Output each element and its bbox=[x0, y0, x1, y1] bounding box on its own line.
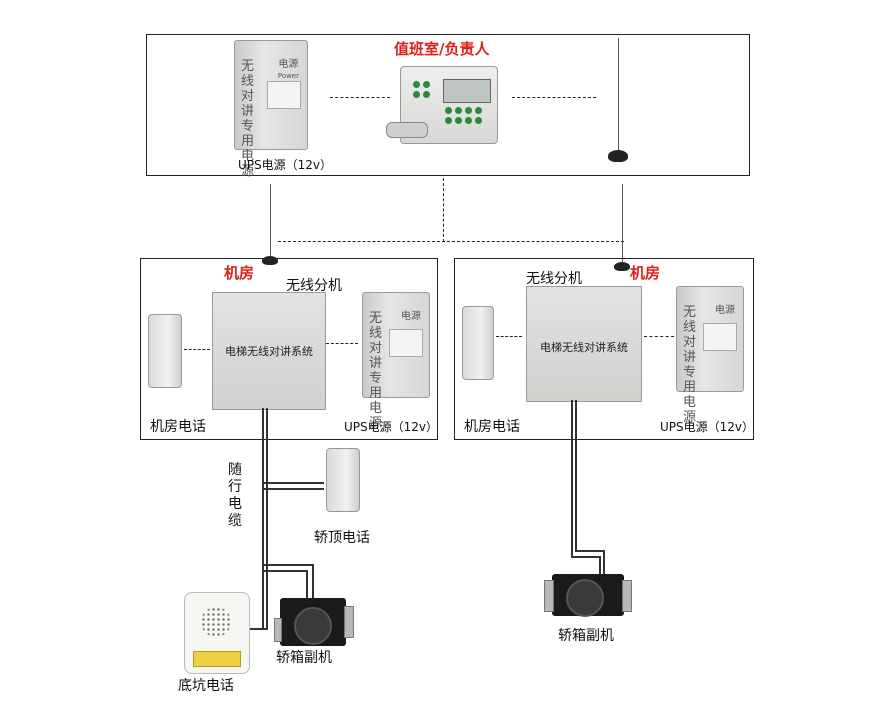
car-sub-bracket bbox=[344, 606, 354, 638]
ups-vertical-text: 无线对讲专用电源 bbox=[683, 305, 697, 425]
left-machine-room-label: 机房 bbox=[224, 264, 255, 282]
right-traveling-cable-1 bbox=[571, 400, 573, 558]
base-key bbox=[455, 117, 462, 124]
traveling-cable-main bbox=[262, 408, 264, 630]
right-cable-v2 bbox=[603, 550, 605, 576]
left-antenna-base bbox=[262, 256, 278, 265]
ups-brand: 电源 bbox=[715, 305, 735, 316]
right-room-antenna-icon bbox=[622, 184, 623, 264]
car-top-phone-label: 轿顶电话 bbox=[314, 530, 370, 546]
left-room-antenna-icon bbox=[270, 184, 271, 260]
left-machine-room-box bbox=[140, 258, 438, 440]
left-extension-text: 电梯无线对讲系统 bbox=[225, 345, 313, 358]
left-machine-room-phone bbox=[148, 314, 182, 388]
left-extension-label: 无线分机 bbox=[286, 278, 342, 294]
duty-room-antenna-icon bbox=[618, 38, 619, 156]
right-antenna-base bbox=[614, 262, 630, 271]
right-phone-to-extension-link bbox=[496, 336, 522, 337]
left-machine-room-phone-label: 机房电话 bbox=[150, 419, 206, 435]
cable-to-car-sub-v1 bbox=[312, 564, 314, 602]
left-ups-unit: 无线对讲专用电源 电源 bbox=[362, 292, 430, 431]
right-ups-unit: 无线对讲专用电源 电源 bbox=[676, 286, 744, 425]
right-ups-label: UPS电源（12v） bbox=[660, 420, 755, 434]
base-key bbox=[455, 107, 462, 114]
traveling-cable-main-2 bbox=[266, 408, 268, 630]
duty-antenna-base bbox=[608, 150, 628, 162]
traveling-cable-label: 随行电缆 bbox=[228, 462, 242, 529]
left-wireless-extension: 电梯无线对讲系统 bbox=[212, 292, 326, 410]
right-cable-h2 bbox=[575, 550, 605, 552]
pit-phone-speaker bbox=[201, 607, 231, 637]
base-handset bbox=[386, 122, 428, 138]
base-key bbox=[413, 81, 420, 88]
wireless-link-vertical bbox=[443, 178, 444, 242]
cable-to-pit-phone bbox=[236, 628, 268, 630]
duty-room-label: 值班室/负责人 bbox=[394, 40, 490, 58]
car-sub-bracket bbox=[622, 580, 632, 612]
car-sub-speaker bbox=[566, 579, 604, 617]
base-key bbox=[423, 81, 430, 88]
pit-phone-keypad bbox=[193, 651, 241, 667]
base-key bbox=[465, 117, 472, 124]
car-sub-speaker bbox=[294, 607, 332, 645]
pit-phone bbox=[184, 592, 250, 674]
right-car-sub-label: 轿箱副机 bbox=[558, 628, 614, 644]
cable-to-car-top-2 bbox=[262, 488, 324, 490]
cable-to-car-sub-h1 bbox=[262, 564, 314, 566]
wireless-link-horizontal bbox=[278, 241, 624, 242]
left-phone-to-extension-link bbox=[184, 349, 210, 350]
right-cable-v1 bbox=[599, 556, 601, 576]
cable-to-car-sub-v2 bbox=[306, 570, 308, 602]
pit-phone-label: 底坑电话 bbox=[178, 678, 234, 694]
ups-vertical-text: 无线对讲专用电源 bbox=[241, 59, 255, 179]
left-car-sub-label: 轿箱副机 bbox=[276, 650, 332, 666]
left-extension-to-ups-link bbox=[326, 343, 358, 344]
duty-room-box bbox=[146, 34, 750, 176]
right-traveling-cable-2 bbox=[575, 400, 577, 552]
ups-nameplate bbox=[267, 81, 301, 109]
base-key bbox=[445, 117, 452, 124]
ups-brand: 电源 bbox=[401, 311, 421, 322]
car-sub-bracket bbox=[274, 618, 282, 642]
cable-to-car-top-1 bbox=[262, 482, 324, 484]
duty-base-to-antenna-link bbox=[512, 97, 596, 98]
right-machine-room-box bbox=[454, 258, 754, 440]
base-key bbox=[475, 117, 482, 124]
right-extension-label: 无线分机 bbox=[526, 271, 582, 287]
right-car-sub-unit bbox=[544, 574, 632, 617]
base-key bbox=[465, 107, 472, 114]
right-extension-to-ups-link bbox=[644, 336, 674, 337]
base-station-screen bbox=[443, 79, 491, 103]
right-cable-h1 bbox=[571, 556, 601, 558]
duty-room-ups-label: UPS电源（12v） bbox=[238, 158, 333, 172]
base-key bbox=[445, 107, 452, 114]
cable-to-car-sub-h2 bbox=[262, 570, 308, 572]
duty-ups-to-base-link bbox=[330, 97, 390, 98]
right-machine-room-phone-label: 机房电话 bbox=[464, 419, 520, 435]
base-key bbox=[413, 91, 420, 98]
right-extension-text: 电梯无线对讲系统 bbox=[540, 341, 628, 354]
ups-nameplate bbox=[389, 329, 423, 357]
right-machine-room-label: 机房 bbox=[630, 264, 661, 282]
right-machine-room-phone bbox=[462, 306, 494, 380]
left-ups-label: UPS电源（12v） bbox=[344, 420, 439, 434]
ups-nameplate bbox=[703, 323, 737, 351]
base-key bbox=[423, 91, 430, 98]
car-sub-bracket bbox=[544, 580, 554, 612]
right-wireless-extension: 电梯无线对讲系统 bbox=[526, 286, 642, 402]
car-top-phone bbox=[326, 448, 360, 512]
left-car-sub-unit bbox=[274, 598, 354, 646]
ups-vertical-text: 无线对讲专用电源 bbox=[369, 311, 383, 431]
base-key bbox=[475, 107, 482, 114]
